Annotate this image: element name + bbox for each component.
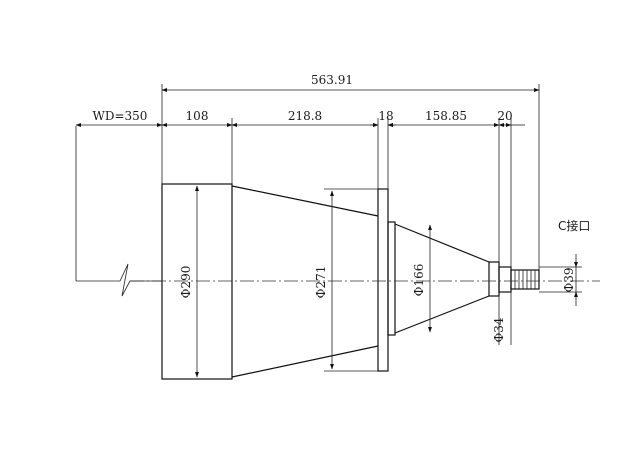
- segment-length-2: 218.8: [288, 109, 322, 123]
- lens-body: [161, 183, 540, 380]
- mid-diameter-label: Φ166: [412, 264, 426, 297]
- front-cylinder: [161, 183, 233, 380]
- c-mount-label: C接口: [558, 218, 590, 233]
- neck-diameter-label: Φ34: [492, 317, 506, 342]
- diameter-dimensions: Φ290 Φ271 Φ166 Φ34 Φ39: [179, 185, 582, 378]
- neck: [488, 261, 500, 297]
- total-length-label: 563.91: [311, 73, 353, 87]
- flange-step: [387, 221, 396, 336]
- c-mount-thread: [510, 269, 540, 290]
- flange: [377, 188, 389, 372]
- working-distance-breakline: [75, 126, 162, 297]
- segment-length-1: 108: [186, 109, 209, 123]
- total-length-dimension: 563.91: [161, 73, 540, 92]
- extension-lines: [161, 84, 540, 270]
- mount-diameter-label: Φ39: [562, 267, 576, 292]
- segment-length-5: 20: [497, 109, 512, 123]
- cone-section: [231, 185, 379, 378]
- working-distance-label: WD=350: [93, 109, 148, 123]
- segment-length-4: 158.85: [425, 109, 467, 123]
- segment-length-3: 18: [378, 109, 393, 123]
- segment-dimensions: WD=350 108 218.8 18 158.85 20: [75, 109, 525, 127]
- front-diameter-label: Φ290: [179, 266, 193, 299]
- rear-cone: [394, 223, 490, 334]
- flange-diameter-label: Φ271: [314, 266, 328, 299]
- c-mount-body: [498, 266, 512, 293]
